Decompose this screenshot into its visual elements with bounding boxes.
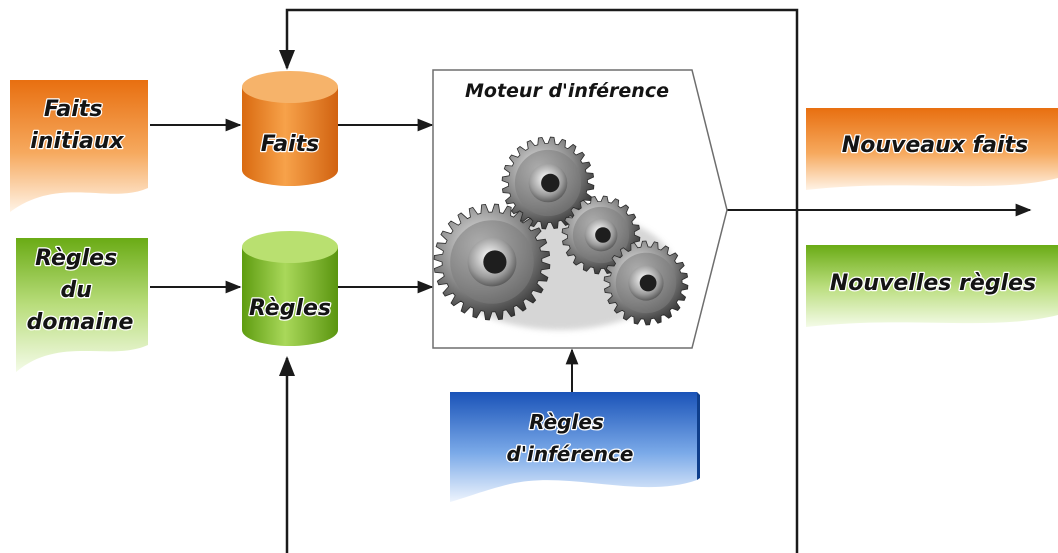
nouvelles-regles-doc: Nouvelles règles (806, 245, 1058, 327)
gear-4 (603, 240, 689, 326)
gear-1 (501, 136, 595, 230)
gear-2 (433, 203, 551, 321)
regles-domaine-line-3: domaine (27, 310, 134, 335)
faits-initiaux-line-1: Faits (44, 97, 103, 122)
flow-arrows (150, 118, 1032, 392)
faits-initiaux-line-2: initiaux (30, 129, 124, 154)
svg-text:Faits initiaux: Faits initiaux (30, 97, 124, 154)
top-feedback-line (279, 8, 799, 553)
regles-domaine-doc: Règles du domaine (16, 238, 148, 372)
svg-text:Règles d'inférence: Règles d'inférence (507, 410, 634, 466)
regles-store-cylinder: Règles (242, 231, 338, 346)
inference-rules-doc: Règles d'inférence (450, 392, 700, 502)
inference-engine-box: Moteur d'inférence (432, 69, 728, 349)
regles-domaine-line-1: Règles (35, 246, 117, 271)
engine-title: Moteur d'inférence (465, 80, 669, 102)
nouveaux-faits-label: Nouveaux faits (842, 133, 1028, 158)
faits-store-label: Faits (261, 132, 320, 157)
faits-initiaux-doc: Faits initiaux (10, 80, 148, 212)
regles-domaine-line-2: du (60, 278, 91, 303)
gear-3 (561, 195, 641, 275)
feedback-loop-lines (279, 8, 799, 553)
nouveaux-faits-doc: Nouveaux faits (806, 108, 1058, 190)
gears-icon (433, 136, 689, 326)
regles-store-label: Règles (249, 296, 331, 321)
nouvelles-regles-label: Nouvelles règles (830, 271, 1036, 296)
svg-text:Règles du domaine: Règles du domaine (27, 246, 134, 335)
inference-rules-line-1: Règles (529, 410, 604, 434)
inference-rules-line-2: d'inférence (507, 442, 634, 466)
faits-store-cylinder: Faits (242, 71, 338, 186)
